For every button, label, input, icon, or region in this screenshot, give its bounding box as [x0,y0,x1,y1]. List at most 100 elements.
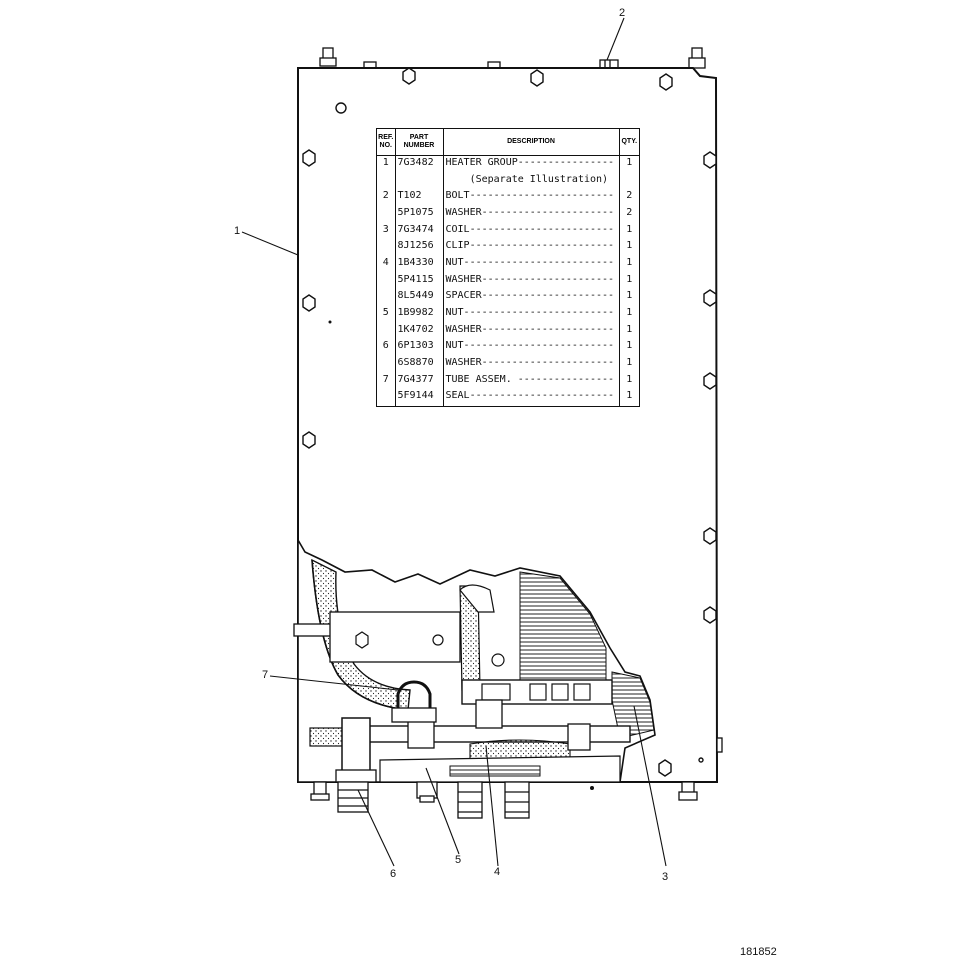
cell-desc: COIL------------------------ [443,222,620,240]
callout-3: 3 [662,871,668,883]
callout-2: 2 [619,7,625,19]
cell-part: 6P1303 [395,339,444,356]
cell-desc: WASHER---------------------- [443,206,620,223]
cell-part: 1B4330 [395,256,444,273]
cell-desc: CLIP------------------------ [443,239,620,257]
cell-ref: 4 [377,256,396,273]
cell-ref [377,322,396,340]
callout-5: 5 [455,854,461,866]
callout-6: 6 [390,868,396,880]
callout-labels: 1 2 3 4 5 6 7 [234,7,668,883]
cell-desc: WASHER---------------------- [443,355,620,373]
cell-qty: 1 [626,290,633,302]
leader-6 [357,789,395,867]
leader-5 [425,767,460,855]
cell-part: 5F9144 [395,389,444,406]
table-header-row: REF. NO. PART NUMBER DESCRIPTION QTY. [377,129,639,156]
cell-part: 1B9982 [395,306,444,323]
cell-part: 1K4702 [395,322,444,340]
cell-ref [377,206,396,223]
header-qty: QTY. [619,129,639,156]
leader-3 [633,705,667,867]
cell-part: 8J1256 [395,239,444,257]
header-description: DESCRIPTION [443,129,620,156]
cell-ref [377,355,396,373]
cell-ref [377,239,396,257]
cell-desc: BOLT------------------------ [443,189,620,207]
header-part-number: PART NUMBER [395,129,444,156]
leader-7 [269,675,399,691]
cell-qty: 1 [626,373,633,385]
leader-1 [241,231,299,256]
cell-qty: 1 [626,390,633,402]
cell-desc: WASHER---------------------- [443,272,620,290]
cell-desc: NUT------------------------- [443,256,620,273]
cell-qty: 1 [626,240,633,252]
cell-desc: NUT------------------------- [443,339,620,356]
cell-qty: 2 [626,190,633,202]
cell-qty: 1 [626,257,633,269]
leader-lines [241,17,667,867]
callout-7: 7 [262,669,268,681]
leader-4 [485,745,499,867]
cell-ref [377,272,396,290]
callout-1: 1 [234,225,240,237]
bottom-fittings [310,737,723,819]
cell-ref: 7 [377,372,396,390]
cell-part: T102 [395,189,444,207]
cutaway-section [293,537,656,783]
cell-desc: SEAL------------------------ [443,389,620,406]
cell-qty: 1 [626,273,633,285]
cell-desc: NUT------------------------- [443,306,620,323]
header-ref-no: REF. NO. [377,129,396,156]
cell-part: 5P4115 [395,272,444,290]
cell-qty: 1 [626,223,633,235]
cell-ref: 1 [377,155,396,173]
plate-bolts [302,67,717,777]
cell-desc: (Separate Illustration) [443,172,620,190]
cell-desc: HEATER GROUP---------------- [443,155,620,173]
cell-qty: 1 [626,356,633,368]
cell-qty [619,173,639,190]
cell-ref [377,289,396,307]
cell-desc: WASHER---------------------- [443,322,620,340]
cell-part [395,172,444,190]
cell-ref: 5 [377,306,396,323]
cell-part: 7G3474 [395,222,444,240]
cell-qty: 1 [626,323,633,335]
callout-4: 4 [494,866,500,878]
table-row: (Separate Illustration) [377,172,639,190]
cell-qty: 1 [626,157,633,168]
leader-2 [606,17,625,61]
cell-part: 8L5449 [395,289,444,307]
top-fittings [319,47,706,69]
cell-part: 7G4377 [395,372,444,390]
cell-ref: 6 [377,339,396,356]
cell-part: 6S8870 [395,355,444,373]
cell-ref: 2 [377,189,396,207]
cell-ref [377,172,396,190]
cell-ref [377,389,396,406]
cell-qty: 1 [626,307,633,319]
figure-number: 181852 [740,946,777,958]
cell-qty: 1 [626,340,633,352]
cell-desc: SPACER---------------------- [443,289,620,307]
cell-part: 7G3482 [395,155,444,173]
cell-desc: TUBE ASSEM. ---------------- [443,372,620,390]
